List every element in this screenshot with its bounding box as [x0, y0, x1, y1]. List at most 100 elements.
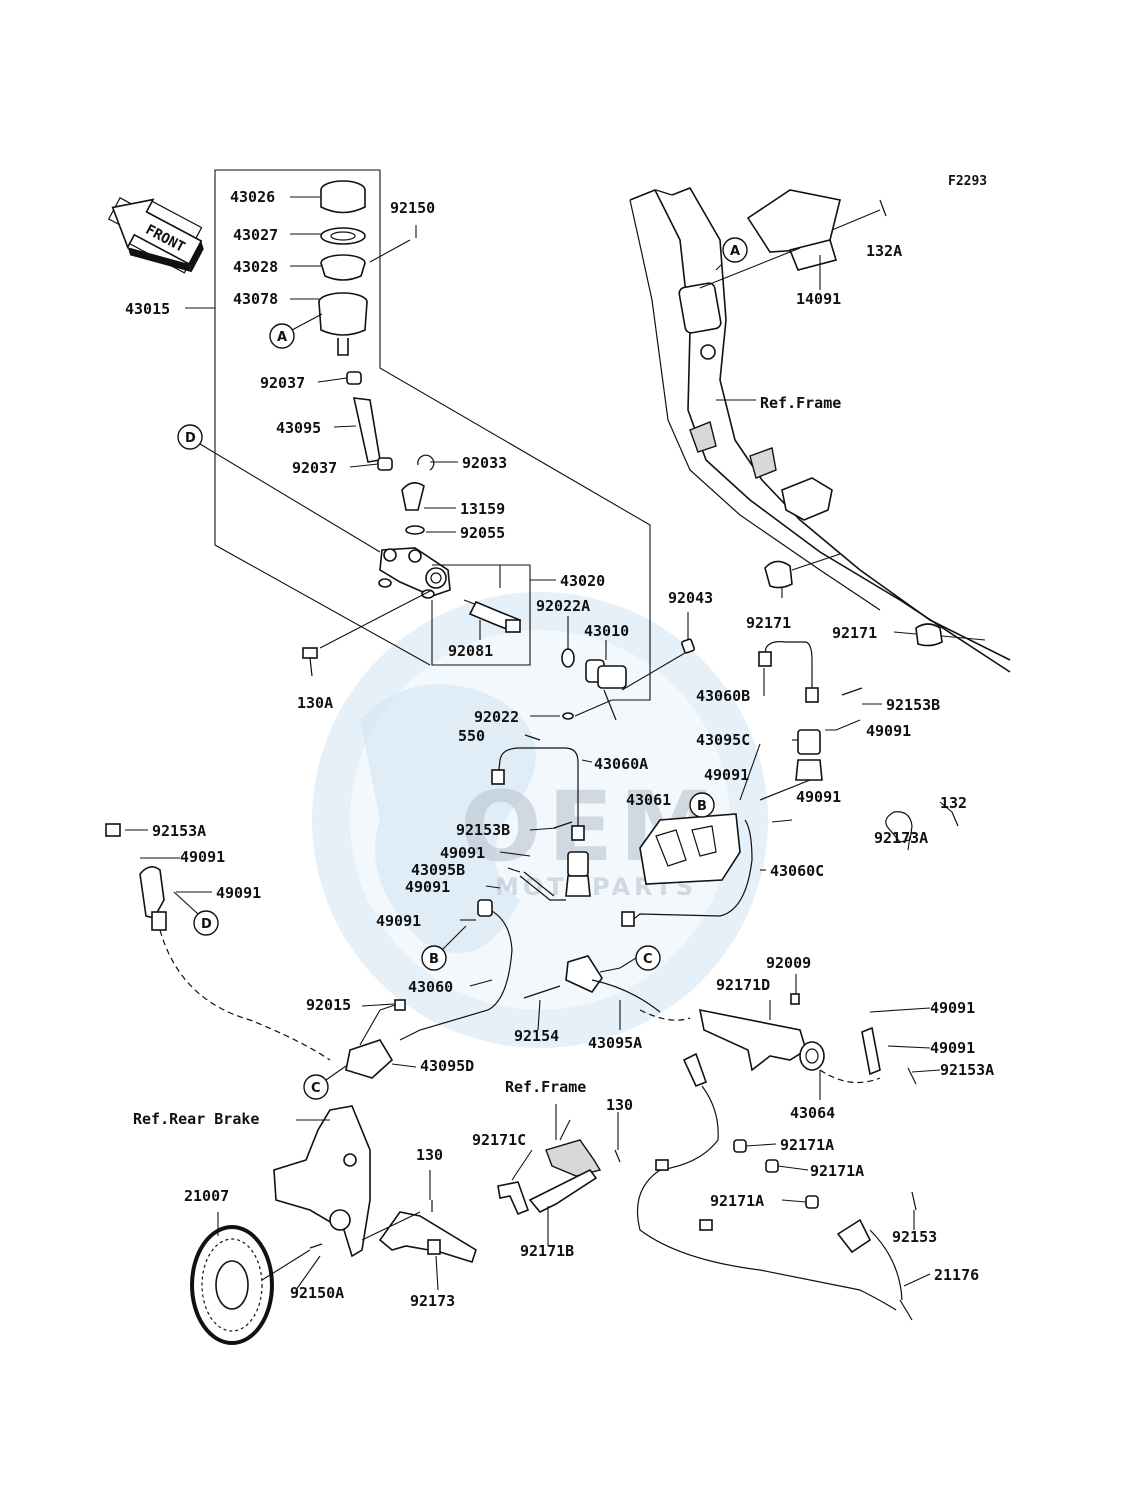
pin-92043 — [621, 638, 695, 691]
part-label: 13159 — [460, 500, 505, 518]
o-ring — [405, 525, 425, 535]
brake-line-43060A — [491, 747, 585, 841]
clip-92171A-1 — [733, 1139, 747, 1153]
svg-text:C: C — [643, 952, 653, 967]
part-label: 43015 — [125, 300, 170, 318]
part-label: 92154 — [514, 1027, 559, 1045]
part-label: 92153B — [456, 821, 510, 839]
part-label: 49091 — [930, 1039, 975, 1057]
part-label: 92153A — [940, 1061, 994, 1079]
abs-fitting-43095B — [519, 851, 591, 901]
abs-unit-fitting-43095C — [795, 729, 823, 781]
part-label: 43027 — [233, 226, 278, 244]
part-label: 49091 — [405, 878, 450, 896]
part-label: 49091 — [704, 766, 749, 784]
reservoir-cap — [320, 180, 366, 214]
bolt-92153B-left — [553, 821, 573, 829]
ref-rear-brake: Ref.Rear Brake — [133, 1110, 259, 1128]
bolt-92150A — [309, 1243, 323, 1249]
connection-marker-a-left: A — [269, 313, 323, 349]
bolt-130-mid — [614, 1149, 621, 1163]
hose-fitting-left — [105, 823, 167, 931]
wheel-speed-sensor-harness — [636, 1052, 913, 1321]
part-label: 43020 — [560, 572, 605, 590]
bolt-130A — [302, 647, 318, 677]
grommet-43064 — [799, 1041, 825, 1071]
part-label: 92150 — [390, 199, 435, 217]
part-label: 43026 — [230, 188, 275, 206]
watermark: OEM MOTOPARTS — [312, 592, 768, 1048]
ref-frame-bottom: Ref.Frame — [505, 1078, 586, 1096]
diaphragm-plate — [320, 227, 366, 245]
bracket-92171B — [528, 1168, 598, 1213]
brake-line-43060C — [621, 779, 811, 927]
frame-bracket-lower — [545, 1104, 602, 1177]
diaphragm — [320, 254, 366, 281]
ref-frame-top: Ref.Frame — [760, 394, 841, 412]
part-label: 92153A — [152, 822, 206, 840]
part-label: 21007 — [184, 1187, 229, 1205]
clip-92171A-3 — [805, 1195, 819, 1209]
part-label: 43064 — [790, 1104, 835, 1122]
part-label: 92171 — [832, 624, 877, 642]
connection-marker-c-right: C — [599, 945, 661, 973]
part-label: 43095B — [411, 861, 465, 879]
front-direction-arrow-icon: FRONT — [107, 196, 204, 274]
bracket-92171D — [698, 993, 807, 1072]
part-label: 43060C — [770, 862, 824, 880]
brake-disc-21007 — [190, 1225, 274, 1345]
hose-left-dashed — [159, 929, 331, 1061]
master-cylinder-body — [378, 547, 451, 599]
part-label: 92171A — [710, 1192, 764, 1210]
part-label: 92055 — [460, 524, 505, 542]
bracket-92173 — [378, 1211, 477, 1263]
clamp-92171-right — [915, 623, 943, 647]
caliper-fitting-43095D — [345, 1039, 394, 1079]
part-label: 92171A — [810, 1162, 864, 1180]
clamp-92171-upper — [764, 560, 793, 589]
connection-marker-b-left: B — [421, 925, 467, 971]
part-label: 92171 — [746, 614, 791, 632]
part-label: 132 — [940, 794, 967, 812]
clip-92171A-2 — [765, 1159, 779, 1173]
brake-line-43060B — [758, 641, 819, 703]
caliper-bracket — [273, 1105, 371, 1258]
part-label: 43028 — [233, 258, 278, 276]
part-label: 14091 — [796, 290, 841, 308]
cotter-pin — [524, 734, 541, 741]
piston-assembly — [463, 599, 522, 634]
part-label: 49091 — [376, 912, 421, 930]
circlip-92022A — [561, 648, 575, 668]
part-label: 43010 — [584, 622, 629, 640]
svg-text:A: A — [730, 244, 740, 259]
part-labels: 43026 43027 43028 43078 43015 92150 9203… — [125, 188, 994, 1310]
bolt-92153B-right — [841, 687, 863, 696]
part-label: 43095C — [696, 731, 750, 749]
master-cylinder-group-outline — [185, 169, 651, 701]
part-label: 43061 — [626, 791, 671, 809]
reservoir-hose — [352, 397, 381, 463]
pushrod-joint — [585, 659, 627, 721]
part-label: 92171D — [716, 976, 770, 994]
part-label: 43060A — [594, 755, 648, 773]
bolt-92154 — [523, 985, 561, 999]
frame-bracket-14091 — [746, 189, 841, 271]
part-label: 49091 — [930, 999, 975, 1017]
svg-text:D: D — [201, 917, 212, 932]
part-label: 92171C — [472, 1131, 526, 1149]
part-label: 550 — [458, 727, 485, 745]
part-label: 130 — [606, 1096, 633, 1114]
part-label: 92015 — [306, 996, 351, 1014]
part-label: 92171A — [780, 1136, 834, 1154]
connection-marker-a-right: A — [722, 237, 748, 263]
hose-fitting — [401, 482, 425, 511]
part-label: 43078 — [233, 290, 278, 308]
part-label: 132A — [866, 242, 902, 260]
bolt-132A — [879, 199, 887, 217]
part-label: 43060B — [696, 687, 750, 705]
hose-clamp-lower — [377, 457, 393, 471]
diagram-code: F2293 — [948, 174, 987, 189]
clamp-92171C — [497, 1181, 530, 1216]
circlip — [417, 454, 435, 471]
part-label: 43095A — [588, 1034, 642, 1052]
